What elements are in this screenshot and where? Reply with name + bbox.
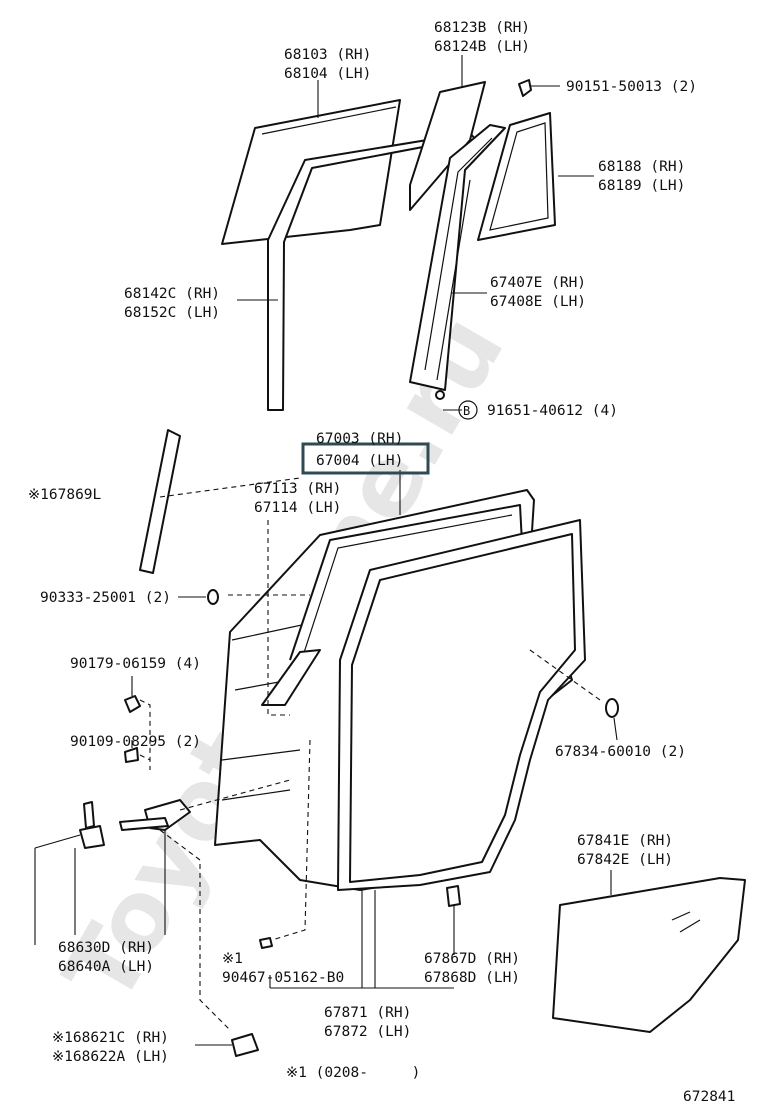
label-168621c: ※168621C (RH) (52, 1030, 169, 1046)
label-90179: 90179-06159 (4) (70, 656, 201, 672)
clip (207, 589, 219, 605)
label-68123b: 68123B (RH) (434, 20, 530, 36)
highlight-box (301, 442, 430, 475)
label-68104: 68104 (LH) (284, 66, 371, 82)
label-90333: 90333-25001 (2) (40, 590, 171, 606)
label-67834: 67834-60010 (2) (555, 744, 686, 760)
diagram-code: 672841 (683, 1089, 735, 1105)
label-67868d: 67868D (LH) (424, 970, 520, 986)
plug (605, 698, 619, 718)
callout-b (458, 400, 478, 420)
bolt (435, 390, 445, 400)
division-bar[interactable] (409, 124, 506, 391)
service-hole-cover[interactable] (552, 877, 746, 1033)
belt-moulding[interactable] (261, 649, 321, 706)
label-67407e: 67407E (RH) (490, 275, 586, 291)
cap (231, 1033, 259, 1057)
label-68124b: 68124B (LH) (434, 39, 530, 55)
label-67872: 67872 (LH) (324, 1024, 411, 1040)
label-68152c: 68152C (LH) (124, 305, 220, 321)
label-67408e: 67408E (LH) (490, 294, 586, 310)
label-91651: 91651-40612 (4) (487, 403, 618, 419)
clip-90467 (259, 937, 273, 949)
clip-67867 (446, 885, 461, 907)
label-68640a: 68640A (LH) (58, 959, 154, 975)
label-callout-b: B (463, 404, 470, 418)
label-67867d: 67867D (RH) (424, 951, 520, 967)
molding[interactable] (139, 429, 181, 574)
bolt (124, 747, 139, 763)
quarter-weatherstrip[interactable] (477, 112, 556, 241)
label-68142c: 68142C (RH) (124, 286, 220, 302)
label-90467: 90467-05162-B0 (222, 970, 344, 986)
footnote: ※1 (0208- ) (286, 1065, 420, 1081)
label-68103: 68103 (RH) (284, 47, 371, 63)
label-67003: 67003 (RH) (316, 431, 403, 447)
nut (124, 695, 141, 713)
label-67004: 67004 (LH) (316, 453, 403, 469)
label-168622a: ※168622A (LH) (52, 1049, 169, 1065)
hinge[interactable] (79, 825, 105, 849)
quarter-glass[interactable] (409, 81, 486, 211)
label-68189: 68189 (LH) (598, 178, 685, 194)
label-167869l: ※167869L (28, 487, 102, 503)
label-67842e: 67842E (LH) (577, 852, 673, 868)
label-68630d: 68630D (RH) (58, 940, 154, 956)
label-67871: 67871 (RH) (324, 1005, 411, 1021)
label-90109: 90109-08295 (2) (70, 734, 201, 750)
label-note1: ※1 (222, 951, 243, 967)
label-67114: 67114 (LH) (254, 500, 341, 516)
label-68188: 68188 (RH) (598, 159, 685, 175)
screw (518, 79, 532, 97)
label-67113: 67113 (RH) (254, 481, 341, 497)
label-67841e: 67841E (RH) (577, 833, 673, 849)
label-90151: 90151-50013 (2) (566, 79, 697, 95)
